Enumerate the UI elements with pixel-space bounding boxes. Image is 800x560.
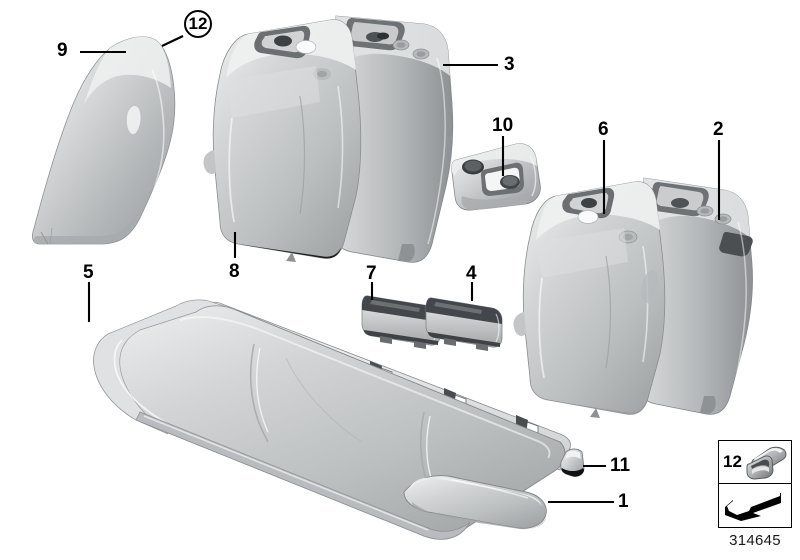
part-4-bolster-trim-right xyxy=(425,297,503,351)
legend-clip-number: 12 xyxy=(723,452,742,471)
callout-7: 7 xyxy=(366,263,377,284)
legend-box: 12 xyxy=(718,440,792,528)
part-1-seat-cushion-cover xyxy=(403,475,547,530)
callout-10: 10 xyxy=(492,115,514,136)
part-3-backrest-cover-left xyxy=(333,15,454,263)
part-11-cover-cap xyxy=(560,448,585,477)
diagram-id-label: 314645 xyxy=(729,532,781,549)
callout-8: 8 xyxy=(229,261,240,282)
callout-12: 12 xyxy=(184,10,212,38)
part-9-side-trim-panel-left xyxy=(32,36,176,245)
callout-6: 6 xyxy=(598,119,609,140)
callout-11: 11 xyxy=(610,455,631,476)
direction-arrow-icon xyxy=(725,492,781,521)
part-8-backrest-cushion-left xyxy=(203,19,362,262)
part-6-backrest-cushion-right xyxy=(513,181,666,418)
part-2-backrest-cover-right xyxy=(637,177,753,415)
legend-arrow-cell xyxy=(719,484,791,527)
callout-5: 5 xyxy=(83,262,94,283)
callout-1: 1 xyxy=(618,491,629,512)
leader-12 xyxy=(161,35,184,47)
part-7-bolster-trim-left xyxy=(361,295,441,349)
callout-3: 3 xyxy=(504,54,515,75)
legend-clip-cell: 12 xyxy=(719,441,791,484)
leader-lines xyxy=(80,35,721,504)
retaining-clip-icon xyxy=(746,446,787,480)
callout-9: 9 xyxy=(57,40,68,61)
callout-2: 2 xyxy=(713,119,724,140)
callout-4: 4 xyxy=(466,263,477,284)
part-10-belt-guide-bracket xyxy=(451,143,541,211)
